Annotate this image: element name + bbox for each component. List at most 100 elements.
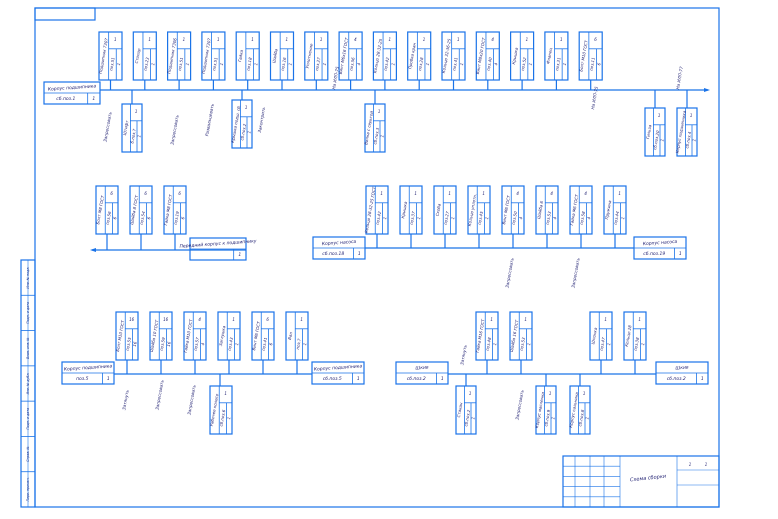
part-qty: 6 [180, 216, 185, 220]
part-qty: 1 [150, 62, 155, 65]
part-qty-top: 1 [638, 317, 641, 322]
part-qty-top: 1 [658, 113, 661, 118]
part-name: Гайка М16 ГОСТ [475, 318, 486, 353]
part-box [231, 99, 253, 149]
part-qty: 1 [659, 138, 664, 141]
part-name: Шайба 16 ГОСТ [509, 319, 520, 352]
base-name: Корпус насоса [643, 239, 678, 247]
part-code: поз.48 [485, 337, 492, 352]
part-name: Подшипник 7307 [201, 37, 212, 74]
part-name: Гильза [645, 124, 653, 140]
part-qty-top: 1 [286, 37, 289, 42]
arrow-head [704, 88, 710, 92]
part-qty: 1 [226, 416, 231, 419]
part-qty-top: 6 [144, 191, 147, 196]
part-qty-top: 1 [618, 191, 621, 196]
part-name: Шайба [271, 48, 278, 63]
part-name: Шайба 6 [536, 200, 544, 219]
part-qty-top: 1 [388, 37, 391, 42]
frame-border [34, 7, 720, 508]
part-qty: 1 [470, 416, 475, 419]
part-qty: 1 [484, 216, 489, 219]
part-qty: 1 [390, 62, 395, 65]
part-code: поз.37 [409, 211, 416, 226]
part-code: поз.52 [520, 57, 527, 72]
part-qty-top: 16 [129, 317, 135, 322]
part-qty: 1 [253, 62, 258, 65]
part-code: поз.55 [125, 337, 132, 352]
sheet-number: 1 [689, 462, 692, 467]
part-qty-top: 6 [178, 191, 181, 196]
base-qty: 1 [441, 376, 444, 382]
part-qty-top: 1 [457, 37, 460, 42]
part-name: Болт М8 ГОСТ [95, 195, 105, 225]
process-note: Развальцевать [204, 103, 215, 137]
part-code: сб.поз.2 [463, 409, 471, 427]
part-qty: 4 [493, 62, 498, 66]
part-code: поз.58 [579, 211, 586, 226]
part-qty: 1 [246, 130, 251, 133]
part-qty: 1 [379, 134, 384, 137]
process-note: Запрессовать [169, 114, 179, 145]
part-name: Уплотнение [304, 43, 313, 69]
base-code: сб.поз.2 [407, 376, 426, 382]
part-name: Заглушка [218, 325, 227, 347]
part-code: сб.поз.8 [577, 409, 585, 427]
base-name: Шкив [415, 365, 429, 372]
part-qty: 1 [606, 342, 611, 345]
part-qty-top: 1 [320, 37, 323, 42]
process-note: Затянуть [459, 344, 468, 365]
part-name: Кольцо уплотн. [467, 193, 478, 226]
part-name: Рабочее колесо [209, 393, 220, 427]
part-name: Шайба 8 ГОСТ [129, 194, 139, 225]
part-code: поз.11 [589, 57, 596, 71]
part-code: поз.53 [545, 211, 552, 226]
process-note: На ИЛП-75 [590, 86, 599, 110]
part-code: поз.56 [348, 57, 355, 72]
part-qty: 1 [416, 216, 421, 219]
part-qty-top: 1 [448, 191, 451, 196]
part-box [535, 385, 557, 435]
part-code: б.поз.7 [129, 128, 137, 144]
part-box [364, 103, 386, 153]
part-name: Крышка подш. сб. [230, 105, 242, 144]
arrow-head [90, 248, 96, 252]
part-name: Стакан [456, 402, 464, 418]
part-qty-top: 1 [148, 37, 151, 42]
part-qty-top: 6 [266, 317, 269, 322]
part-name: Винт М6 ГОСТ [501, 194, 511, 224]
base-name: Корпус подшипника [314, 363, 363, 372]
part-name: Кольцо 28-32-25 [372, 38, 383, 74]
part-box [644, 107, 666, 157]
part-code: поз.43 [227, 337, 234, 352]
part-code: поз.54 [139, 211, 146, 226]
part-qty-top: 1 [224, 391, 227, 396]
part-box [455, 385, 477, 435]
part-qty-top: 4 [198, 317, 201, 322]
part-qty-top: 1 [217, 37, 220, 42]
part-qty-top: 1 [300, 317, 303, 322]
part-qty: 1 [450, 216, 455, 219]
